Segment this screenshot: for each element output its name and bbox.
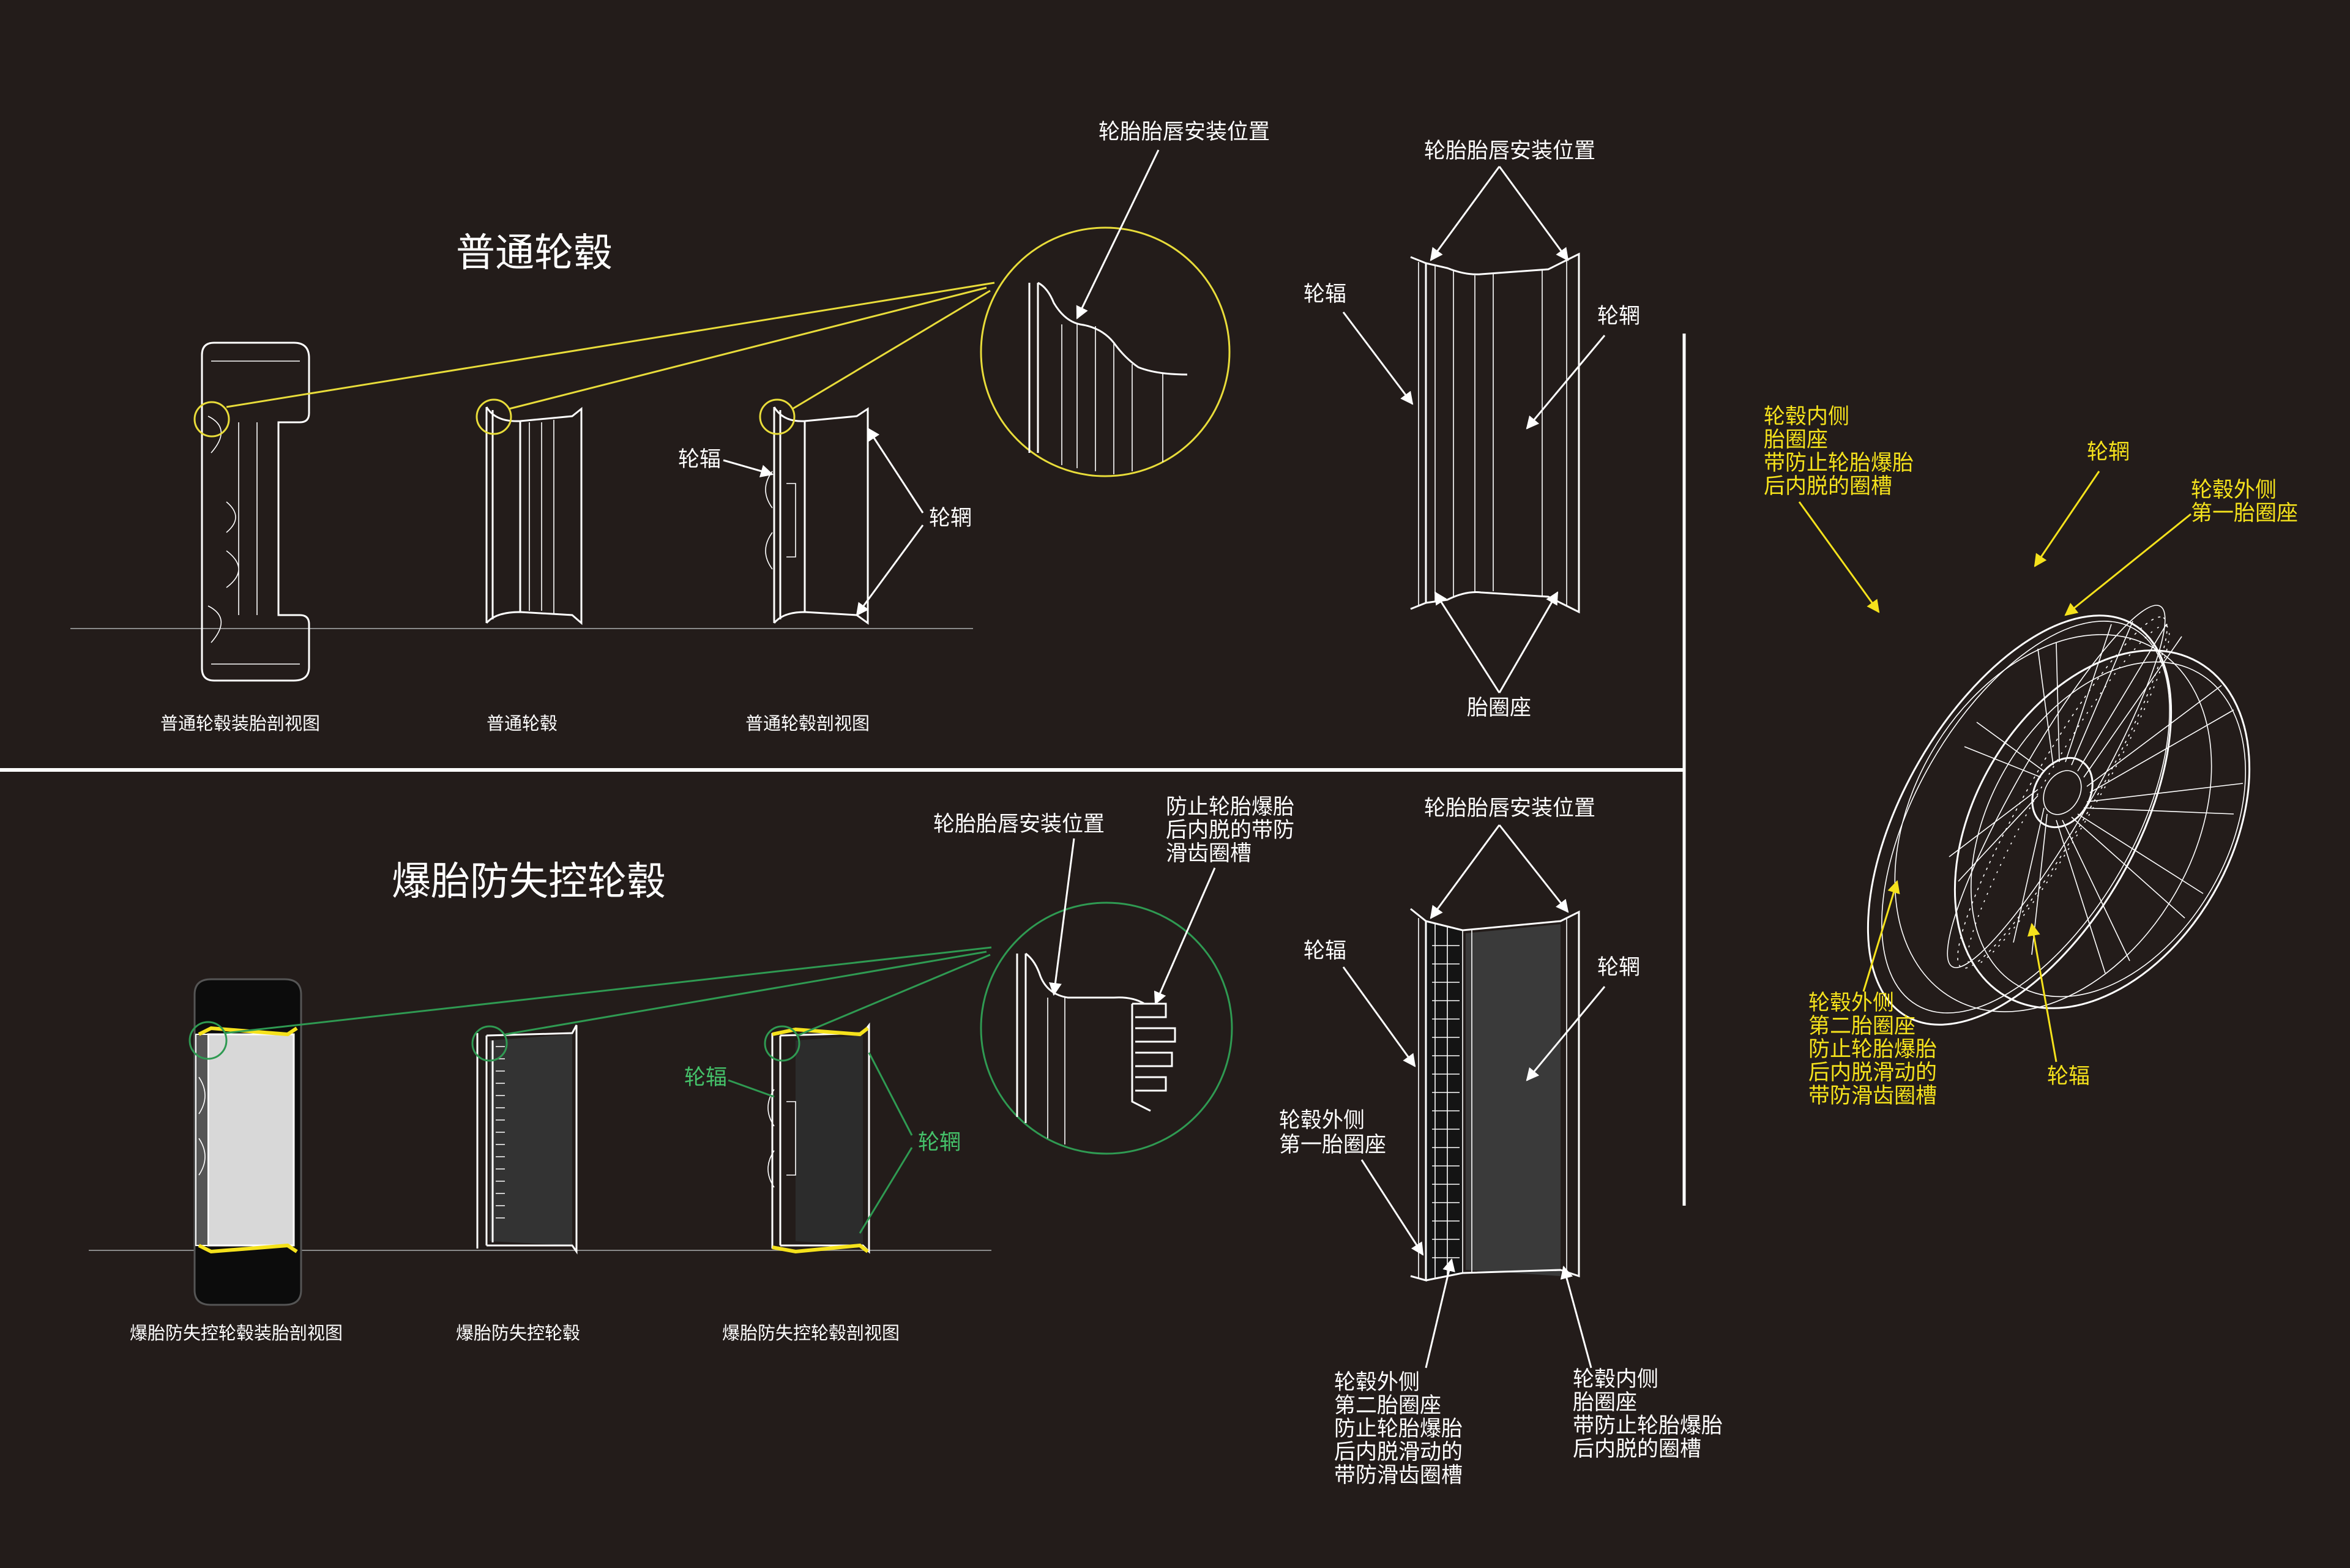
runflat-rim-section-drawing: [764, 1022, 870, 1254]
wheel-3d-spoke-arrow: [2027, 922, 2057, 1062]
wheel-3d-outer-first-label: 轮毂外侧 第一胎圈座: [2191, 478, 2298, 526]
svg-text:滑齿圈槽: 滑齿圈槽: [1166, 842, 1251, 866]
wheel-3d-outer-second-arrow: [1862, 879, 1900, 992]
normal-profile-bead-arrow-left: [1430, 166, 1501, 261]
normal-profile-spoke-label: 轮辐: [1304, 282, 1346, 307]
runflat-rim-line-down: [859, 1147, 913, 1234]
normal-rim-arrow-down: [856, 525, 924, 616]
wheel-3d-drawing: [1867, 605, 2251, 1026]
normal-tire-section-drawing: [193, 342, 310, 682]
normal-caption-1: 普通轮毂装胎剖视图: [160, 713, 320, 734]
normal-profile-seat-label: 胎圈座: [1467, 696, 1531, 720]
normal-profile-seat-arrow-left: [1434, 591, 1501, 693]
wheel-3d-spoke-label: 轮辐: [2047, 1064, 2090, 1089]
svg-text:第二胎圈座: 第二胎圈座: [1808, 1014, 1915, 1039]
wheel-3d-rim-arrow: [2034, 471, 2100, 567]
svg-text:带防止轮胎爆胎: 带防止轮胎爆胎: [1764, 451, 1914, 476]
section-dividers: [0, 334, 1686, 1206]
runflat-profile-rim-arrow: [1526, 986, 1606, 1081]
normal-profile-rim-arrow: [1526, 335, 1606, 430]
normal-rim-label: 轮辋: [929, 506, 972, 531]
svg-text:带防止轮胎爆胎: 带防止轮胎爆胎: [1573, 1414, 1723, 1438]
wheel-3d-outer-first-arrow: [2064, 513, 2191, 616]
wheel-3d-outer-second-label: 轮毂外侧 第二胎圈座 防止轮胎爆胎 后内脱滑动的 带防滑齿圈槽: [1808, 991, 1937, 1108]
runflat-groove-arrow: [1154, 867, 1216, 1005]
normal-caption-2: 普通轮毂: [487, 713, 558, 734]
normal-caption-3: 普通轮毂剖视图: [745, 713, 870, 734]
runflat-groove-label: 防止轮胎爆胎 后内脱的带防 滑齿圈槽: [1166, 795, 1294, 866]
normal-spoke-label: 轮辐: [678, 447, 721, 472]
normal-rim-section-drawing: [759, 398, 869, 625]
svg-text:第一胎圈座: 第一胎圈座: [2191, 501, 2298, 526]
runflat-profile-bead-label: 轮胎胎唇安装位置: [1424, 796, 1595, 821]
svg-text:轮毂内侧: 轮毂内侧: [1764, 405, 1849, 429]
svg-text:后内脱的圈槽: 后内脱的圈槽: [1764, 474, 1892, 499]
runflat-profile-inner-seat-arrow: [1560, 1265, 1592, 1368]
runflat-zoom-lines: [225, 946, 992, 1037]
normal-rim-arrow-up: [867, 427, 924, 513]
runflat-profile-bead-arrow-right: [1498, 824, 1569, 913]
svg-text:轮毂外侧: 轮毂外侧: [1279, 1108, 1365, 1133]
normal-profile-seat-arrow-right: [1498, 591, 1559, 693]
svg-text:防止轮胎爆胎: 防止轮胎爆胎: [1166, 795, 1294, 819]
svg-text:防止轮胎爆胎: 防止轮胎爆胎: [1334, 1417, 1463, 1441]
normal-profile-spoke-arrow: [1342, 312, 1414, 405]
svg-text:第二胎圈座: 第二胎圈座: [1334, 1394, 1441, 1418]
runflat-spoke-label: 轮辐: [684, 1066, 727, 1090]
normal-zoom-bead-label: 轮胎胎唇安装位置: [1099, 120, 1270, 144]
normal-zoom-detail: [980, 226, 1231, 477]
runflat-profile-outer-first-label: 轮毂外侧 第一胎圈座: [1279, 1108, 1386, 1157]
runflat-tire-section-drawing: [188, 978, 302, 1306]
svg-text:轮毂内侧: 轮毂内侧: [1573, 1367, 1658, 1392]
bottom-title: 爆胎防失控轮毂: [392, 859, 666, 905]
normal-zoom-lines: [226, 282, 995, 410]
wheel-3d-inner-seat-label: 轮毂内侧 胎圈座 带防止轮胎爆胎 后内脱的圈槽: [1764, 405, 1914, 499]
normal-spoke-arrow: [723, 459, 774, 477]
runflat-zoom-bead-arrow: [1049, 838, 1075, 996]
runflat-profile-spoke-label: 轮辐: [1304, 939, 1346, 963]
svg-text:第一胎圈座: 第一胎圈座: [1279, 1133, 1386, 1157]
runflat-rim-profile-drawing: [1410, 908, 1580, 1282]
svg-text:带防滑齿圈槽: 带防滑齿圈槽: [1808, 1084, 1937, 1108]
runflat-profile-inner-seat-label: 轮毂内侧 胎圈座 带防止轮胎爆胎 后内脱的圈槽: [1573, 1367, 1723, 1462]
normal-profile-rim-label: 轮辋: [1597, 304, 1640, 329]
svg-text:后内脱滑动的: 后内脱滑动的: [1334, 1440, 1463, 1465]
runflat-caption-2: 爆胎防失控轮毂: [456, 1323, 580, 1343]
svg-text:带防滑齿圈槽: 带防滑齿圈槽: [1334, 1463, 1463, 1488]
svg-text:胎圈座: 胎圈座: [1573, 1391, 1637, 1415]
normal-zoom-bead-arrow: [1076, 149, 1160, 319]
runflat-rim-drawing: [471, 1025, 578, 1255]
runflat-caption-1: 爆胎防失控轮毂装胎剖视图: [130, 1323, 343, 1343]
runflat-caption-3: 爆胎防失控轮毂剖视图: [722, 1323, 900, 1343]
runflat-profile-outer-first-arrow: [1360, 1159, 1424, 1256]
runflat-rim-label: 轮辋: [918, 1130, 961, 1155]
svg-text:胎圈座: 胎圈座: [1764, 428, 1828, 452]
runflat-profile-outer-second-label: 轮毂外侧 第二胎圈座 防止轮胎爆胎 后内脱滑动的 带防滑齿圈槽: [1334, 1370, 1463, 1488]
top-title: 普通轮毂: [456, 231, 613, 276]
wheel-3d-rim-label: 轮辋: [2087, 440, 2130, 465]
svg-text:防止轮胎爆胎: 防止轮胎爆胎: [1808, 1037, 1937, 1062]
normal-profile-bead-arrow-right: [1498, 166, 1569, 261]
runflat-profile-rim-label: 轮辋: [1597, 955, 1640, 980]
normal-rim-profile-drawing: [1410, 252, 1580, 614]
svg-text:后内脱滑动的: 后内脱滑动的: [1808, 1061, 1937, 1085]
svg-text:后内脱的圈槽: 后内脱的圈槽: [1573, 1437, 1701, 1462]
svg-text:轮毂外侧: 轮毂外侧: [2191, 478, 2277, 502]
runflat-spoke-arrow: [728, 1079, 775, 1098]
runflat-profile-bead-arrow-left: [1430, 824, 1501, 919]
svg-text:后内脱的带防: 后内脱的带防: [1166, 818, 1294, 843]
runflat-zoom-bead-label: 轮胎胎唇安装位置: [933, 812, 1105, 837]
svg-text:轮毂外侧: 轮毂外侧: [1808, 991, 1894, 1015]
svg-text:轮毂外侧: 轮毂外侧: [1334, 1370, 1420, 1395]
runflat-profile-outer-second-arrow: [1425, 1258, 1455, 1368]
normal-rim-drawing: [476, 398, 583, 625]
runflat-rim-line-up: [868, 1052, 913, 1136]
runflat-profile-spoke-arrow: [1342, 966, 1416, 1067]
normal-profile-bead-label: 轮胎胎唇安装位置: [1424, 139, 1595, 163]
runflat-zoom-detail: [980, 902, 1233, 1155]
wheel-3d-inner-seat-arrow: [1798, 501, 1880, 613]
